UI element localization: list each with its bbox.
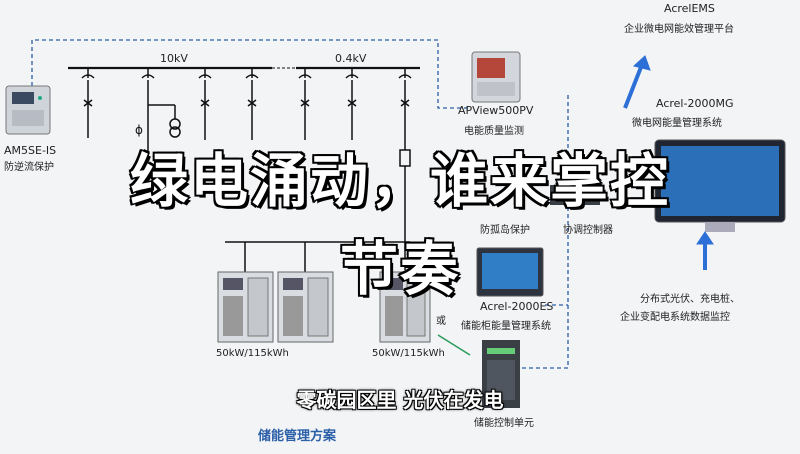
- cabinet-left-label: 50kW/115kWh: [216, 348, 289, 359]
- feeders: ϕ: [81, 68, 412, 272]
- svg-text:ϕ: ϕ: [135, 123, 143, 137]
- device-coordinator: [550, 185, 600, 205]
- footer-label: 储能管理方案: [258, 429, 337, 444]
- storage-unit-desc: 储能控制单元: [474, 418, 534, 429]
- feeder-6: [345, 68, 359, 140]
- feeder-5: [298, 68, 312, 140]
- islanding-desc: 防孤岛保护: [480, 225, 530, 236]
- cabinet-1: [217, 271, 274, 343]
- ems-desc: 企业微电网能效管理平台: [624, 24, 734, 35]
- monitor-desc-line2: 企业变配电系统数据监控: [620, 312, 730, 323]
- mg-model: Acrel-2000MG: [656, 97, 734, 110]
- feeder-7: [398, 68, 412, 270]
- arrows: [437, 55, 714, 356]
- coordinator-desc: 协调控制器: [563, 225, 613, 236]
- mg-desc: 微电网能量管理系统: [632, 118, 722, 129]
- storage-cabinets: [217, 271, 431, 343]
- es-model: Acrel-2000ES: [480, 300, 554, 313]
- subtitle: 零碳园区里 光伏在发电: [296, 388, 504, 412]
- apview-model: APView500PV: [458, 104, 534, 117]
- apview-desc: 电能质量监测: [464, 126, 524, 137]
- cabinet-right-label: 50kW/115kWh: [372, 348, 445, 359]
- device-storage-unit: [482, 340, 520, 408]
- device-mg-monitor: [654, 139, 786, 232]
- device-am5se: [5, 85, 51, 135]
- feeder-4: [245, 68, 259, 140]
- monitor-desc-line1: 分布式光伏、充电桩、: [640, 294, 740, 305]
- device-es-screen: [476, 247, 544, 297]
- am5se-desc: 防逆流保护: [4, 162, 54, 173]
- bus-10kv-label: 10kV: [160, 52, 188, 65]
- device-apview: [471, 51, 521, 103]
- title-line-2: 节奏: [338, 234, 460, 305]
- am5se-model: AM5SE-IS: [4, 144, 57, 157]
- cabinet-2: [277, 271, 334, 343]
- cabinet-3: [379, 271, 431, 343]
- arrow-green: [437, 334, 471, 356]
- es-desc: 储能柜能量管理系统: [461, 321, 551, 332]
- link-top-loop: [31, 39, 470, 109]
- or-label: 或: [436, 316, 446, 327]
- transformer: [148, 104, 181, 138]
- feeder-2: ϕ: [135, 68, 155, 160]
- arrow-up-1: [623, 61, 645, 109]
- feeder-3: [198, 68, 212, 140]
- feeder-1: [81, 68, 95, 138]
- bus-04kv-label: 0.4kV: [335, 52, 367, 65]
- ems-model: AcrelEMS: [664, 2, 715, 15]
- title-line-1: 绿电涌动，谁来掌控: [128, 146, 670, 217]
